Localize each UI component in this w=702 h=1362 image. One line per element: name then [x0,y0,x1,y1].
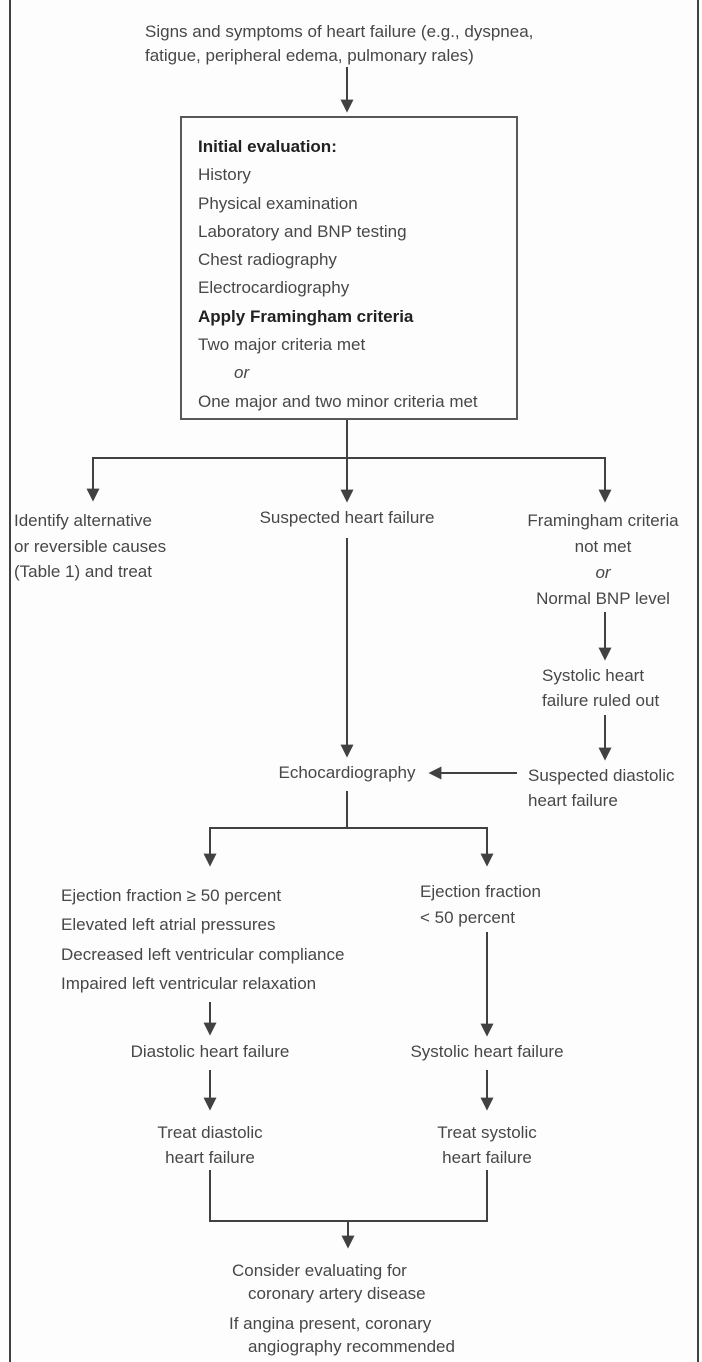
consider-cad-line-1: Consider evaluating for [232,1261,407,1280]
systolic-ruled-line-2: failure ruled out [542,690,660,710]
consider-cad-line-2: coronary artery disease [248,1283,426,1303]
eval-item-history: History [198,165,251,185]
suspected-heart-failure-node: Suspected heart failure [259,508,435,527]
treat-systolic-node: Treat systolic heart failure [387,1121,587,1170]
treat-diastolic-line-2: heart failure [165,1147,255,1167]
framingham-line-1: Framingham criteria [527,511,679,530]
framingham-not-met-node: Framingham criteria not met or Normal BN… [503,508,702,612]
suspected-diastolic-node: Suspected diastolic heart failure [528,764,674,813]
suspected-diastolic-line-1: Suspected diastolic [528,766,675,785]
ef-preserved-line-2: Elevated left atrial pressures [61,915,276,935]
treat-diastolic-line-1: Treat diastolic [157,1123,263,1142]
ef-reduced-node: Ejection fraction < 50 percent [420,879,541,930]
diastolic-heart-failure-node: Diastolic heart failure [130,1042,290,1061]
angina-line-2: angiography recommended [248,1336,455,1356]
criteria-two-major: Two major criteria met [198,335,366,355]
ef-reduced-line-1: Ejection fraction [420,882,541,901]
identify-alternative-node: Identify alternative or reversible cause… [14,508,166,585]
identify-line-3: (Table 1) and treat [14,562,152,581]
signs-line-1: Signs and symptoms of heart failure (e.g… [145,22,534,41]
signs-symptoms-node: Signs and symptoms of heart failure (e.g… [145,20,533,68]
initial-evaluation-title: Initial evaluation: [198,137,337,156]
angina-angiography-node: If angina present, coronary angiography … [229,1313,455,1358]
echocardiography-node: Echocardiography [278,763,416,782]
initial-evaluation-box: Initial evaluation: History Physical exa… [180,116,518,420]
identify-line-2: or reversible causes [14,536,167,556]
consider-cad-node: Consider evaluating for coronary artery … [232,1260,426,1305]
criteria-one-major-two-minor: One major and two minor criteria met [198,391,478,411]
apply-framingham-criteria: Apply Framingham criteria [198,306,414,326]
angina-line-1: If angina present, coronary [229,1314,432,1333]
eval-item-chest-radiography: Chest radiography [198,250,337,270]
criteria-or: or [234,363,250,383]
ef-preserved-findings-node: Ejection fraction ≥ 50 percent Elevated … [61,881,344,999]
framingham-line-2: not met [574,537,632,556]
systolic-heart-failure-node: Systolic heart failure [410,1042,564,1061]
eval-item-physical-exam: Physical examination [198,193,358,213]
framingham-line-3: Normal BNP level [536,589,670,608]
signs-line-2: fatigue, peripheral edema, pulmonary ral… [145,46,474,65]
framingham-or: or [595,563,611,582]
treat-diastolic-node: Treat diastolic heart failure [110,1121,310,1170]
ef-reduced-line-2: < 50 percent [420,907,515,927]
ef-preserved-line-3: Decreased left ventricular compliance [61,944,345,964]
suspected-diastolic-line-2: heart failure [528,790,618,810]
systolic-ruled-out-node: Systolic heart failure ruled out [542,664,659,713]
ef-preserved-line-1: Ejection fraction ≥ 50 percent [61,886,282,905]
treat-systolic-line-2: heart failure [442,1147,532,1167]
eval-item-electrocardiography: Electrocardiography [198,278,350,298]
treat-systolic-line-1: Treat systolic [437,1123,537,1142]
ef-preserved-line-4: Impaired left ventricular relaxation [61,974,317,994]
eval-item-lab-bnp: Laboratory and BNP testing [198,221,407,241]
identify-line-1: Identify alternative [14,511,152,530]
systolic-ruled-line-1: Systolic heart [542,666,645,685]
